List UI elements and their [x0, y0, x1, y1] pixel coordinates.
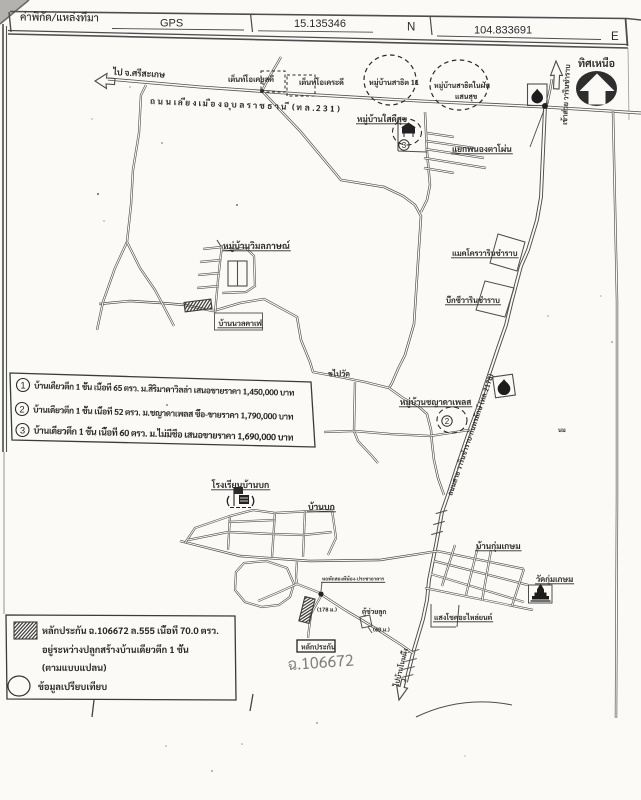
- svg-text:3: 3: [20, 425, 25, 436]
- svg-text:3: 3: [402, 141, 407, 150]
- svg-text:N: N: [407, 22, 415, 34]
- svg-text:104.833691: 104.833691: [474, 25, 532, 37]
- svg-text:1: 1: [20, 380, 25, 391]
- svg-text:E: E: [611, 31, 619, 43]
- svg-text:GPS: GPS: [160, 18, 183, 30]
- svg-text:15.135346: 15.135346: [294, 18, 346, 30]
- svg-text:2: 2: [445, 417, 450, 426]
- svg-text:2: 2: [19, 404, 24, 415]
